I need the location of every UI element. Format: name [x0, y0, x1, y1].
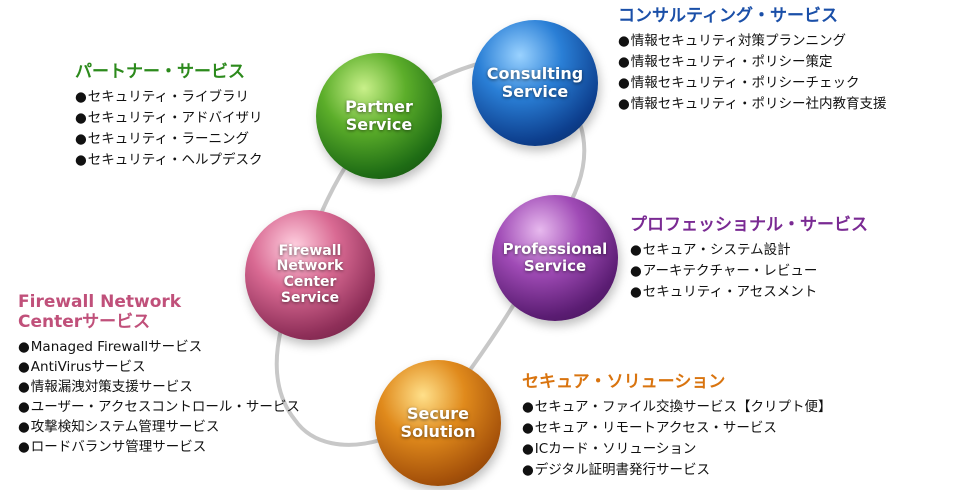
list-item: デジタル証明書発行サービス — [522, 460, 832, 481]
secure-solution-block: セキュア・ソリューション セキュア・ファイル交換サービス【クリプト便】 セキュア… — [522, 372, 832, 481]
list-item: セキュリティ・アドバイザリ — [75, 108, 263, 129]
list-item: セキュリティ・アセスメント — [630, 282, 868, 303]
firewall-network-center-list: Managed Firewallサービス AntiVirusサービス 情報漏洩対… — [18, 337, 300, 457]
list-item: 情報セキュリティ・ポリシー策定 — [618, 52, 886, 73]
list-item: ロードバランサ管理サービス — [18, 437, 300, 457]
list-item: 情報漏洩対策支援サービス — [18, 377, 300, 397]
list-item: AntiVirusサービス — [18, 357, 300, 377]
list-item: 情報セキュリティ・ポリシーチェック — [618, 73, 886, 94]
professional-service-title: プロフェッショナル・サービス — [630, 215, 868, 235]
list-item: セキュリティ・ラーニング — [75, 129, 262, 150]
secure-solution-list: セキュア・ファイル交換サービス【クリプト便】 セキュア・リモートアクセス・サービ… — [522, 397, 832, 481]
consulting-service-title: コンサルティング・サービス — [618, 6, 838, 26]
list-item: セキュア・リモートアクセス・サービス — [522, 418, 832, 439]
secure-solution-title: セキュア・ソリューション — [522, 372, 726, 392]
firewall-network-center-title: Firewall Network Centerサービス — [18, 292, 182, 333]
list-item: セキュア・システム設計 — [630, 240, 868, 261]
professional-service-sphere-label: Professional Service — [502, 240, 608, 275]
list-item: セキュリティ・ヘルプデスク — [75, 150, 263, 171]
firewall-network-center-block: Firewall Network Centerサービス Managed Fire… — [18, 292, 300, 457]
consulting-service-block: コンサルティング・サービス 情報セキュリティ対策プランニング 情報セキュリティ・… — [618, 6, 886, 115]
partner-service-block: パートナー・サービス セキュリティ・ライブラリ セキュリティ・アドバイザリ セキ… — [75, 62, 262, 171]
professional-service-block: プロフェッショナル・サービス セキュア・システム設計 アーキテクチャー・レビュー… — [630, 215, 868, 303]
firewall-service-sphere-label: Firewall Network Center Service — [276, 242, 344, 306]
professional-service-sphere[interactable]: Professional Service — [492, 195, 618, 321]
list-item: ICカード・ソリューション — [522, 439, 832, 460]
consulting-service-sphere[interactable]: Consulting Service — [472, 20, 598, 146]
list-item: 情報セキュリティ・ポリシー社内教育支援 — [618, 94, 887, 115]
list-item: セキュア・ファイル交換サービス【クリプト便】 — [522, 397, 832, 418]
firewall-network-center-service-sphere[interactable]: Firewall Network Center Service — [245, 210, 375, 340]
secure-solution-sphere[interactable]: Secure Solution — [375, 360, 501, 486]
consulting-service-sphere-label: Consulting Service — [486, 64, 584, 101]
list-item: Managed Firewallサービス — [18, 337, 300, 357]
partner-service-sphere[interactable]: Partner Service — [316, 53, 442, 179]
list-item: 攻撃検知システム管理サービス — [18, 417, 300, 437]
partner-service-title: パートナー・サービス — [75, 62, 245, 82]
list-item: ユーザー・アクセスコントロール・サービス — [18, 397, 300, 417]
consulting-service-list: 情報セキュリティ対策プランニング 情報セキュリティ・ポリシー策定 情報セキュリテ… — [618, 31, 887, 115]
secure-solution-sphere-label: Secure Solution — [400, 404, 476, 441]
partner-service-list: セキュリティ・ライブラリ セキュリティ・アドバイザリ セキュリティ・ラーニング … — [75, 87, 263, 171]
professional-service-list: セキュア・システム設計 アーキテクチャー・レビュー セキュリティ・アセスメント — [630, 240, 868, 303]
list-item: アーキテクチャー・レビュー — [630, 261, 868, 282]
list-item: 情報セキュリティ対策プランニング — [618, 31, 886, 52]
partner-service-sphere-label: Partner Service — [345, 97, 413, 134]
list-item: セキュリティ・ライブラリ — [75, 87, 262, 108]
